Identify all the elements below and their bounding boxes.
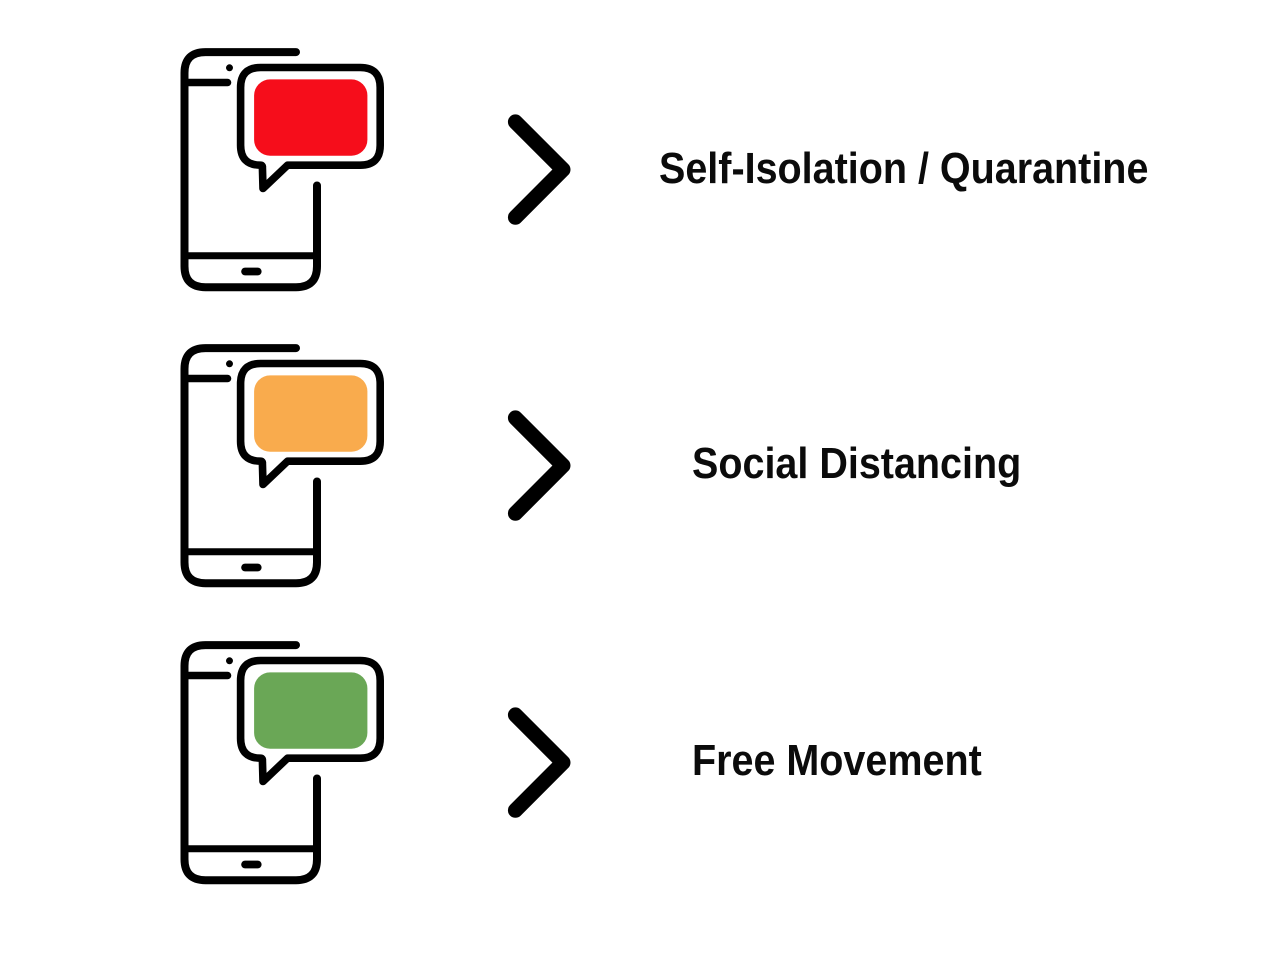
phone-message-icon-green <box>182 645 381 880</box>
row-2-icons <box>182 348 564 583</box>
row-3-icons <box>182 645 564 880</box>
label-free-movement: Free Movement <box>692 737 983 786</box>
label-social-distancing: Social Distancing <box>692 440 1022 489</box>
chevron-right-icon-2 <box>515 418 563 513</box>
label-self-isolation: Self-Isolation / Quarantine <box>659 144 1149 193</box>
phone-message-icon-orange <box>182 348 381 583</box>
phone-message-icon-red <box>182 52 381 287</box>
chevron-right-icon-1 <box>515 122 563 217</box>
chevron-right-icon-3 <box>515 715 563 810</box>
row-1-icons <box>182 52 564 287</box>
